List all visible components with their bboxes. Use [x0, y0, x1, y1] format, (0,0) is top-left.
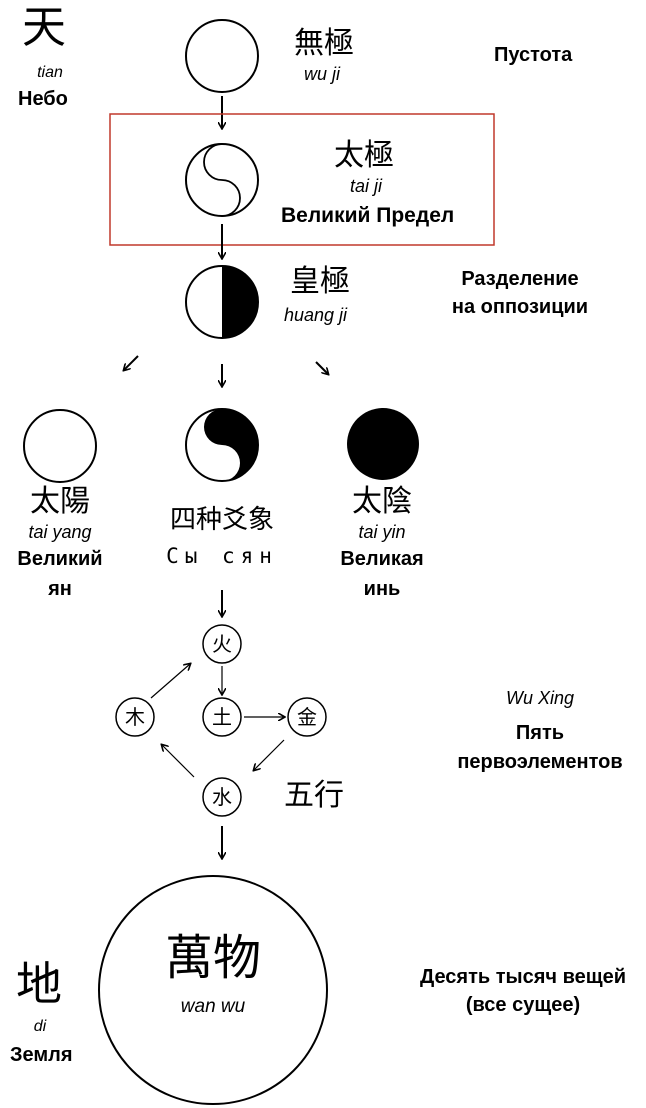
huangji-hanzi: 皇極 [290, 264, 350, 299]
taiyang-label-line1: Великий [17, 548, 103, 570]
arrow-left-diagonal [124, 355, 139, 370]
wuji-pinyin: wu ji [304, 64, 341, 84]
metal-glyph: 金 [297, 705, 317, 729]
arrow-water-wood [162, 745, 195, 778]
huangji-label-line1: Разделение [461, 268, 579, 290]
fire-glyph: 火 [212, 632, 232, 656]
arrow-metal-water [254, 739, 285, 770]
taiji-hanzi: 太極 [334, 138, 394, 173]
heaven-label: Небо [18, 88, 68, 110]
heaven-hanzi: 天 [22, 2, 66, 53]
wanwu-label-line2: (все сущее) [465, 994, 581, 1016]
arrow-right-diagonal [315, 361, 328, 374]
huangji-label-line2: на оппозиции [451, 296, 589, 318]
fire-circle [202, 624, 242, 664]
wanwu-pinyin: wan wu [180, 996, 246, 1017]
metal-circle [287, 697, 327, 737]
water-circle [202, 777, 242, 817]
wuxing-label-line2: первоэлементов [457, 751, 623, 773]
taiji-label: Великий Предел [281, 204, 455, 227]
taiyang-circle [23, 409, 97, 483]
wuxing-pinyin: Wu Xing [505, 688, 575, 708]
wuxing-label-line1: Пять [515, 722, 565, 744]
taiyang-label-line2: ян [48, 578, 72, 600]
taiji-highlight-box [109, 113, 495, 246]
earth-label: Земля [10, 1044, 73, 1066]
wuji-circle [185, 19, 259, 93]
earth-element-glyph: 土 [212, 705, 232, 729]
huangji-pinyin: huang ji [284, 305, 348, 325]
earth-element-circle [202, 697, 242, 737]
taiyin-pinyin: tai yin [358, 522, 406, 542]
wuji-hanzi: 無極 [294, 26, 354, 61]
wood-circle [115, 697, 155, 737]
taiyang-pinyin: tai yang [28, 522, 92, 542]
sixiang-label: Сы сян [166, 544, 278, 568]
yin-yang-symbol [185, 408, 259, 482]
taiyin-hanzi: 太陰 [352, 484, 412, 519]
wood-glyph: 木 [125, 705, 145, 729]
wanwu-circle [98, 875, 328, 1105]
water-glyph: 水 [212, 785, 232, 809]
taiji-symbol [185, 143, 259, 217]
taiyin-label-line2: инь [363, 578, 401, 600]
wanwu-hanzi: 萬物 [164, 930, 261, 986]
arrow-wood-fire [150, 664, 190, 699]
wuji-label: Пустота [494, 44, 573, 66]
earth-hanzi: 地 [16, 957, 62, 1011]
huangji-symbol [185, 265, 259, 339]
taiyin-label-line1: Великая [340, 548, 424, 570]
taiji-pinyin: tai ji [350, 176, 383, 196]
wuxing-hanzi: 五行 [284, 778, 344, 813]
taiyang-hanzi: 太陽 [30, 484, 90, 519]
sixiang-hanzi: 四种爻象 [169, 505, 274, 535]
taiyin-circle [347, 408, 419, 480]
earth-pinyin: di [33, 1018, 47, 1035]
heaven-pinyin: tian [37, 64, 63, 81]
wanwu-label-line1: Десять тысяч вещей [419, 966, 627, 988]
